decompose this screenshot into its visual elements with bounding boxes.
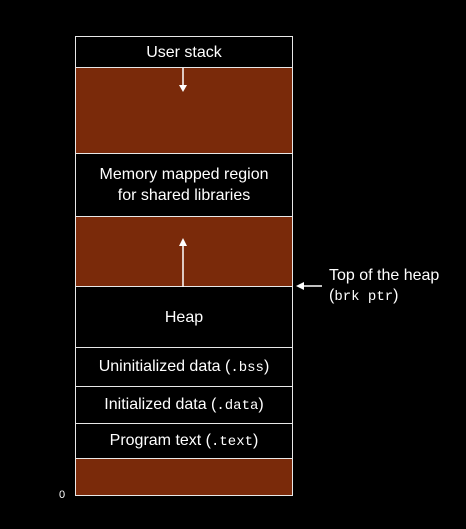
heap-top-label: Top of the heap (brk ptr) [329,266,439,307]
brk-pointer-arrow-icon [296,282,322,290]
segment-data: Initialized data (.data) [75,386,293,424]
segment-user-stack: User stack [75,36,293,68]
segment-heap-label: Heap [164,308,204,326]
heap-top-label-line1: Top of the heap [329,267,440,284]
address-zero-label: 0 [59,489,66,501]
segment-mmap-label-line1: Memory mapped region [99,166,269,183]
segment-mmap-label: Memory mapped region for shared librarie… [100,164,269,206]
heap-top-label-line2: (brk ptr) [329,287,399,305]
stack-growth-arrow-icon [179,68,187,92]
segment-user-stack-label: User stack [146,43,222,61]
segment-data-label: Initialized data (.data) [104,395,264,414]
heap-growth-arrow-icon [179,238,187,287]
segment-heap-free-space [75,216,293,287]
segment-bss-label: Uninitialized data (.bss) [98,357,270,376]
segment-stack-free-space [75,67,293,154]
segment-text: Program text (.text) [75,423,293,459]
segment-text-label: Program text (.text) [109,431,259,450]
segment-mmap-label-line2: for shared libraries [117,187,251,204]
segment-memory-mapped-region: Memory mapped region for shared librarie… [75,153,293,217]
segment-reserved-bottom [75,458,293,496]
segment-bss: Uninitialized data (.bss) [75,347,293,387]
segment-heap: Heap [75,286,293,348]
